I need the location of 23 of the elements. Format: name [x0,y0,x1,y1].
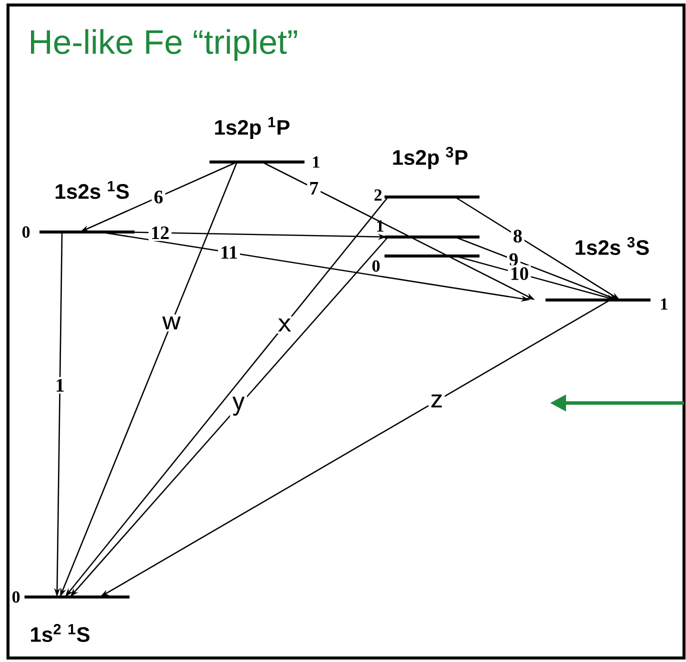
level-label: 1s2s $^{1}$S [56,181,129,199]
transition-label: 12 [148,224,172,242]
transition-label: y [230,394,248,418]
quantum-number-label: 0 [372,260,380,272]
level-label: 1s2p $^{1}$P [215,117,290,139]
transition-label: 7 [307,180,321,196]
quantum-number-label: 1 [661,298,668,310]
transition-label: x [276,316,294,334]
quantum-number-label: 2 [374,189,382,201]
transition-label: 10 [508,265,531,282]
transition-label: 8 [510,228,524,245]
level-label: 1s2p $^{3}$P [393,146,468,170]
quantum-number-label: 0 [22,226,30,238]
level-label: 1s2s $^{3}$S [576,237,649,255]
transition-label: w [160,314,184,332]
transition-label: 6 [152,188,166,206]
transition-label: 11 [218,244,240,261]
title: He-like Fe “triplet” [31,29,298,61]
level-label: 1s$^{2 1}$S [31,624,90,642]
transition-label: 1 [53,377,67,394]
quantum-number-label: 0 [12,591,20,603]
quantum-number-label: 1 [313,156,320,168]
transition-label: z [428,392,445,410]
